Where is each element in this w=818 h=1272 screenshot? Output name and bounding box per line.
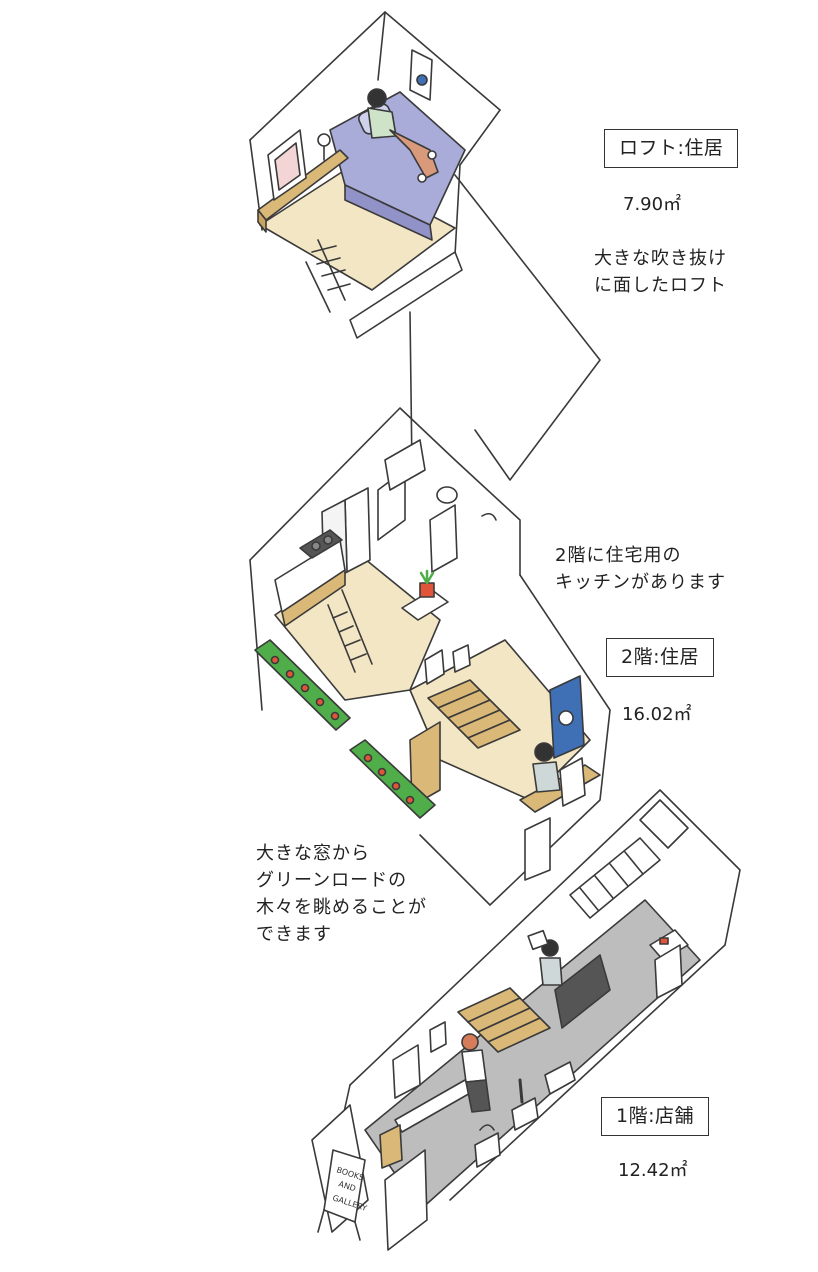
second-floor-ladder (327, 589, 373, 673)
first-floor-illustration (311, 789, 741, 1251)
note-loft: 大きな吹き抜け に面したロフト (594, 245, 727, 299)
cart (649, 929, 689, 999)
note-window-line-2: グリーンロードの (256, 870, 408, 891)
blue-poster (549, 675, 585, 759)
note-kitchen-line-2: キッチンがあります (555, 572, 726, 593)
planter-lower (349, 739, 436, 819)
note-window: 大きな窓から グリーンロードの 木々を眺めることが できます (256, 840, 427, 948)
bed (329, 91, 466, 241)
note-kitchen: 2階に住宅用の キッチンがあります (555, 542, 726, 596)
loft-illustration (249, 11, 601, 481)
floor-area-loft: 7.90㎡ (623, 194, 682, 215)
note-window-line-4: できます (256, 924, 332, 945)
kitchen-counter (274, 529, 346, 627)
note-loft-line-1: 大きな吹き抜け (594, 248, 727, 269)
note-loft-line-2: に面したロフト (594, 275, 727, 296)
counter-with-staff (527, 929, 611, 1029)
floor-label-second: 2階:住居 (606, 638, 714, 677)
floor-area-first: 12.42㎡ (618, 1160, 688, 1181)
customer (461, 1033, 491, 1113)
floor-label-loft: ロフト:住居 (604, 129, 739, 168)
planter-upper (254, 639, 351, 731)
second-floor-illustration (249, 407, 611, 906)
floor-area-second: 16.02㎡ (622, 704, 692, 725)
person-reading (367, 88, 439, 183)
desk-with-person (519, 742, 601, 881)
floor-label-first: 1階:店舗 (601, 1097, 709, 1136)
note-kitchen-line-1: 2階に住宅用の (555, 545, 682, 566)
stairs-first (457, 987, 551, 1053)
sign-board (317, 1149, 366, 1241)
wall-frame (267, 129, 307, 201)
stairs-second (427, 679, 521, 749)
note-window-line-1: 大きな窓から (256, 843, 370, 864)
loft-ladder (305, 239, 351, 313)
note-window-line-3: 木々を眺めることが (256, 897, 427, 918)
bookshelf (569, 837, 661, 919)
